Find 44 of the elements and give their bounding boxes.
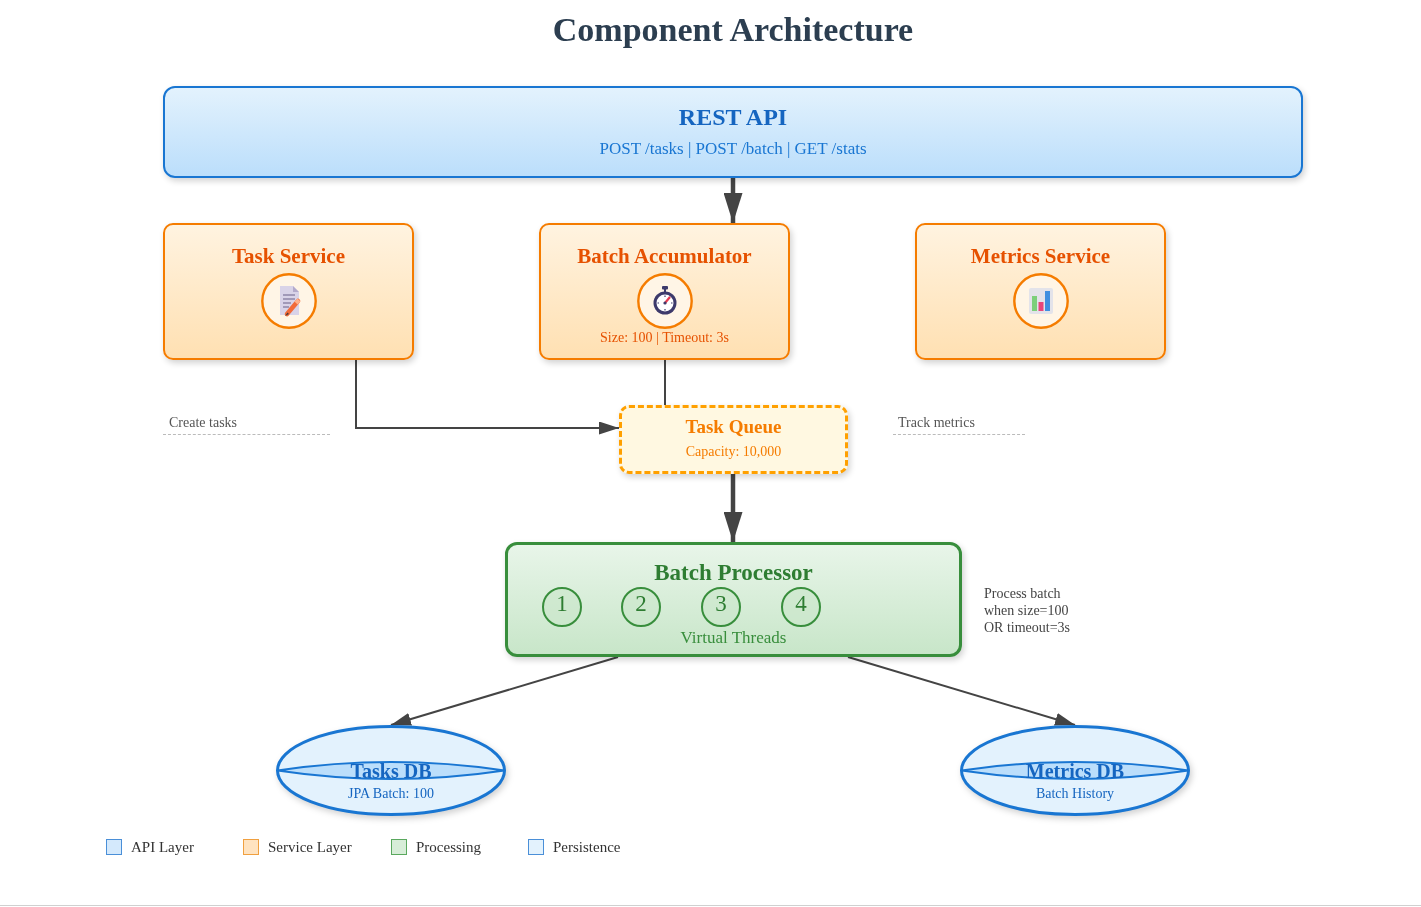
annotation-text: Track metrics	[898, 415, 975, 431]
service-card	[915, 223, 1166, 360]
legend-label: Processing	[416, 838, 481, 856]
arrow	[847, 656, 1076, 726]
diagram-title: Component Architecture	[552, 10, 914, 49]
legend-label: Service Layer	[268, 838, 352, 856]
service-card	[163, 223, 414, 360]
legend-label: Persistence	[553, 838, 621, 856]
thread-number: 4	[795, 592, 807, 616]
database-ellipse	[276, 725, 506, 816]
thread-circle	[542, 587, 582, 627]
title-text: Metrics DB	[1025, 759, 1125, 783]
title-text: Task Queue	[685, 416, 782, 438]
title-text: REST API	[678, 103, 788, 131]
title-text: Tasks DB	[350, 759, 432, 783]
queue-card	[619, 405, 848, 474]
arrow	[390, 656, 619, 726]
arrow	[723, 178, 743, 223]
thread-number: 1	[556, 592, 568, 616]
subtitle-text: Capacity: 10,000	[685, 444, 782, 460]
annotation-text: Create tasks	[169, 415, 238, 431]
api-panel	[163, 86, 1303, 178]
subtitle-text: POST /tasks | POST /batch | GET /stats	[599, 139, 867, 159]
thread-number: 2	[635, 592, 647, 616]
subtitle-text: Size: 100 | Timeout: 3s	[600, 330, 729, 346]
subtitle-text: Virtual Threads	[680, 629, 787, 647]
title-text: Batch Accumulator	[577, 244, 752, 268]
processor-panel	[505, 542, 962, 657]
arrow	[355, 359, 620, 435]
connector-line	[664, 359, 666, 406]
title-text: Task Service	[232, 244, 345, 268]
subtitle-text: Batch History	[1035, 786, 1115, 802]
title-text: Metrics Service	[970, 244, 1111, 268]
subtitle-text: JPA Batch: 100	[348, 786, 434, 802]
service-card	[539, 223, 790, 360]
thread-circle	[701, 587, 741, 627]
note-text: Process batch when size=100 OR timeout=3s	[984, 585, 1072, 636]
legend-label: API Layer	[131, 838, 194, 856]
title-text: Batch Processor	[654, 560, 813, 586]
database-ellipse	[960, 725, 1190, 816]
thread-number: 3	[715, 592, 727, 616]
thread-circle	[621, 587, 661, 627]
arrow	[723, 474, 743, 542]
thread-circle	[781, 587, 821, 627]
